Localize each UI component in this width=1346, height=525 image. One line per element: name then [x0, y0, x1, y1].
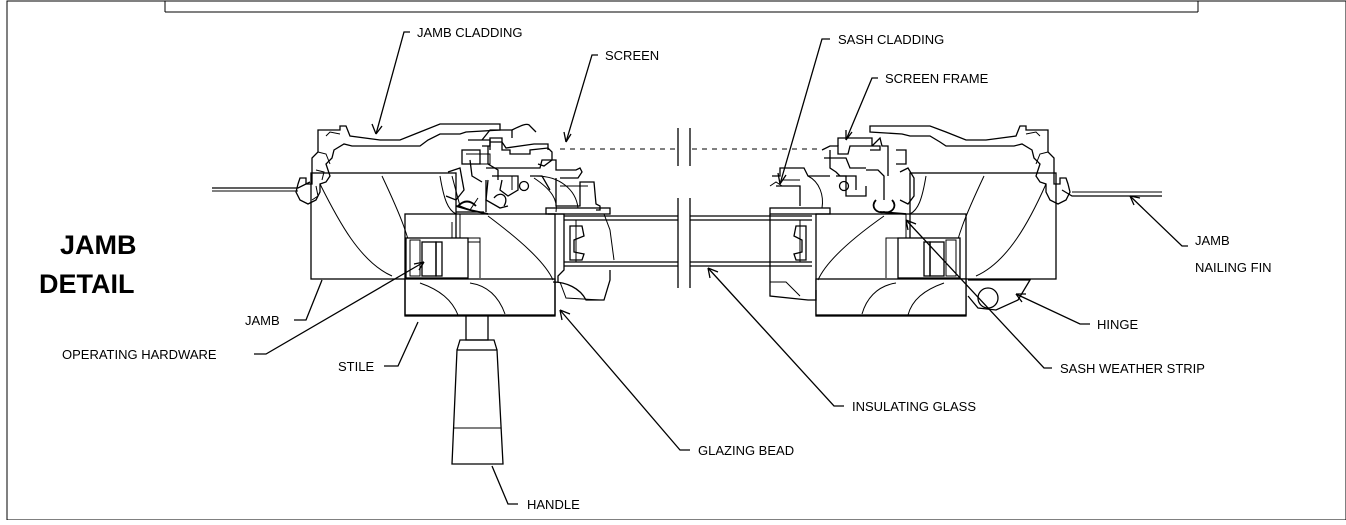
right-jamb-assembly: [769, 125, 1162, 317]
label-jamb-cladding: JAMB CLADDING: [417, 25, 522, 40]
label-sash-weather-strip: SASH WEATHER STRIP: [1060, 361, 1205, 376]
label-jamb: JAMB: [245, 313, 280, 328]
label-insulating-glass: INSULATING GLASS: [852, 399, 976, 414]
left-jamb-assembly: [212, 123, 615, 465]
label-jamb-nailing-fin-line1: JAMB: [1195, 233, 1230, 248]
label-glazing-bead: GLAZING BEAD: [698, 443, 794, 458]
label-jamb-nailing-fin-line2: NAILING FIN: [1195, 260, 1272, 275]
label-screen-frame: SCREEN FRAME: [885, 71, 989, 86]
label-screen: SCREEN: [605, 48, 659, 63]
leader-lines: [254, 31, 1188, 505]
label-handle: HANDLE: [527, 497, 580, 512]
label-operating-hardware: OPERATING HARDWARE: [62, 347, 217, 362]
label-sash-cladding: SASH CLADDING: [838, 32, 944, 47]
insulating-glass: [564, 128, 812, 288]
title-line-1: JAMB: [60, 230, 137, 260]
detail-title: JAMB DETAIL: [39, 230, 137, 299]
labels: JAMB CLADDING SCREEN SASH CLADDING SCREE…: [62, 25, 1272, 512]
title-line-2: DETAIL: [39, 269, 135, 299]
label-hinge: HINGE: [1097, 317, 1139, 332]
sheet-frame: [6, 0, 1346, 521]
label-stile: STILE: [338, 359, 374, 374]
